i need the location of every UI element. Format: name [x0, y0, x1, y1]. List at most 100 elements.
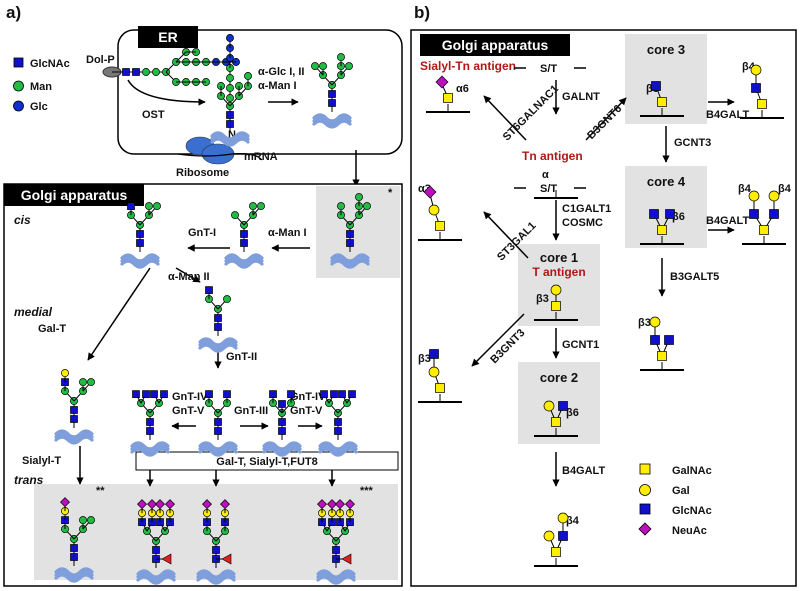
tn-antigen-title: Tn antigen [522, 149, 583, 163]
protein-fold [136, 569, 176, 579]
gnt1-label: GnT-I [188, 227, 216, 239]
glcnac-residue [205, 286, 213, 294]
protein-fold [318, 444, 358, 454]
protein-icon [198, 337, 238, 353]
protein-fold [316, 575, 356, 585]
protein-fold [330, 253, 370, 263]
man-residue [142, 68, 150, 76]
protein-fold [224, 253, 264, 263]
glcnac-legend-icon [13, 57, 24, 68]
protein-fold [130, 441, 170, 451]
man-residue [249, 202, 257, 211]
st-mid-label: S/T [540, 183, 557, 195]
beta3-b3gnt3-label: β3 [418, 353, 431, 365]
protein-fold [330, 256, 370, 266]
galnac-residue [435, 221, 445, 231]
protein-fold [198, 447, 238, 457]
golgi-glycoprotein-sialyl-hybrid [54, 497, 95, 583]
star-single: * [388, 187, 393, 199]
neuac-residue [345, 499, 355, 510]
legend-a: GlcNAc Man Glc [13, 57, 70, 113]
galt-label: Gal-T [38, 323, 66, 335]
ribosome-label: Ribosome [176, 167, 229, 179]
glcnac-residue [334, 418, 342, 426]
glcnac-residue [328, 99, 336, 107]
protein-fold [196, 569, 236, 579]
protein-fold [136, 575, 176, 585]
st-top-label: S/T [540, 63, 557, 75]
golgi-glycoprotein-man2 [198, 286, 238, 353]
neuac-residue [327, 499, 337, 510]
glcnac-residue [346, 239, 354, 247]
legend-man: Man [30, 81, 52, 93]
man-residue [226, 74, 234, 82]
golgi-glycoprotein-sialyl-bi [196, 499, 236, 585]
glcnac-residue [127, 202, 135, 210]
glcnac-residue [70, 544, 78, 552]
protein-icon [330, 253, 370, 269]
panel-a-label: a) [6, 3, 21, 22]
protein-fold [318, 441, 358, 451]
protein-icon [316, 569, 356, 585]
protein-fold [130, 444, 170, 454]
man-legend-icon [13, 80, 24, 92]
b3galt5-label: B3GALT5 [670, 271, 719, 283]
protein-fold [262, 447, 302, 457]
st3-arrow [483, 211, 529, 259]
n-label: N [228, 129, 236, 141]
legend-b: GalNAc Gal GlcNAc NeuAc [638, 463, 712, 537]
glcnac-residue [651, 81, 661, 91]
galnac-residue [551, 547, 561, 557]
glcnac-residue [240, 239, 248, 247]
b4galt-c2-label: B4GALT [562, 465, 605, 477]
neuac-residue [137, 499, 147, 510]
protein-icon [318, 441, 358, 457]
glcnac-residue [558, 531, 568, 541]
alpha6-label: α6 [456, 83, 469, 95]
glcnac-residue [334, 427, 342, 435]
protein-icon [54, 429, 94, 445]
protein-fold [196, 575, 236, 585]
trans-label: trans [14, 473, 44, 487]
golgi-glycoprotein-tetra-right [318, 390, 358, 457]
beta4-c4b-label: β4 [778, 183, 792, 195]
glcnac-residue [278, 427, 286, 435]
man-residue [319, 62, 327, 71]
core4-glycan [640, 209, 684, 245]
b4galt-c4-label: B4GALT [706, 215, 749, 227]
ost-arrow [127, 79, 206, 106]
b3galt5-glycan [640, 316, 684, 371]
core1-title: core 1 [540, 250, 578, 265]
galnac-residue [657, 225, 667, 235]
fucose-residue [341, 553, 352, 565]
protein-icon [262, 441, 302, 457]
golgi-title-b: Golgi apparatus [442, 37, 549, 53]
man-residue [223, 295, 231, 304]
ribosome-icon [177, 136, 263, 165]
protein-fold [136, 572, 176, 582]
legend-glcnac-b: GlcNAc [672, 505, 712, 517]
protein-fold [210, 131, 250, 141]
star-double: ** [96, 485, 105, 497]
glcnac-residue [136, 230, 144, 238]
tn-alpha-label: α [542, 169, 549, 181]
protein-icon [312, 113, 352, 129]
b3gnt3-glycan [418, 349, 462, 403]
trans-enzymes-text: Gal-T, Sialyl-T,FUT8 [216, 456, 317, 468]
glcnac-residue [146, 427, 154, 435]
protein-icon [210, 131, 250, 147]
man-residue [345, 62, 353, 71]
protein-icon [198, 441, 238, 457]
protein-fold [54, 432, 94, 442]
er-compartment [117, 29, 403, 155]
neuac-residue [155, 499, 165, 510]
neuac-residue [335, 499, 345, 510]
protein-fold [330, 259, 370, 269]
glcnac-residue [214, 427, 222, 435]
glcnac-residue [769, 209, 779, 219]
legend-glc: Glc [30, 101, 48, 113]
man-residue [337, 53, 345, 62]
glcnac-residue [226, 120, 234, 128]
protein-fold [224, 256, 264, 266]
glycosidic-bond [175, 51, 187, 63]
